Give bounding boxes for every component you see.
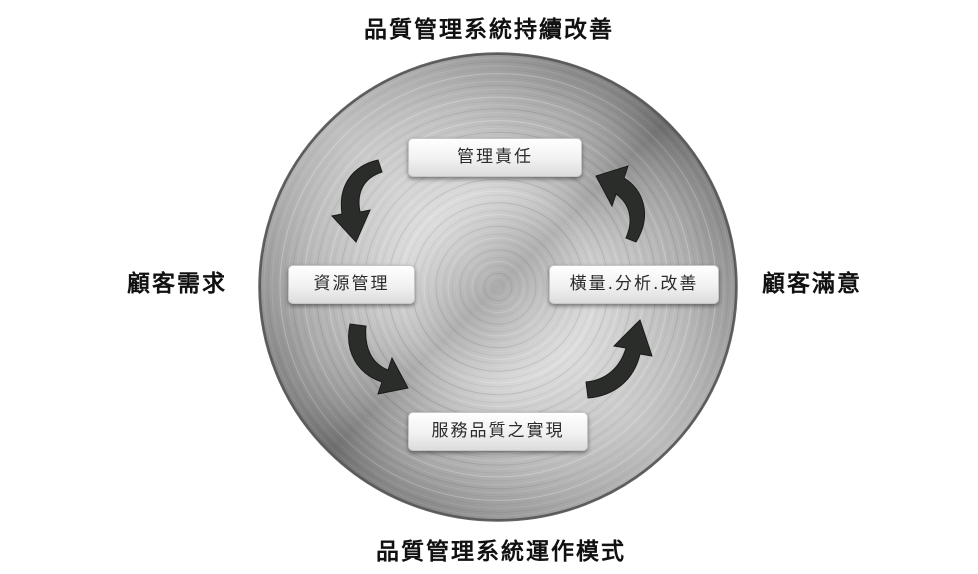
node-measurement-analysis-improvement: 橫量.分析.改善 (549, 265, 719, 304)
top-title: 品質管理系統持續改善 (364, 17, 614, 43)
node-management-responsibility: 管理責任 (408, 138, 582, 177)
customer-satisfaction-label: 顧客滿意 (762, 271, 862, 297)
arrow-bottom-right-icon (585, 319, 653, 399)
customer-requirements-label: 顧客需求 (127, 271, 227, 297)
node-service-quality-realization: 服務品質之實現 (408, 412, 588, 451)
node-resource-management: 資源管理 (288, 265, 415, 304)
bottom-title: 品質管理系統運作模式 (376, 539, 626, 565)
arrow-top-right-icon (595, 165, 645, 243)
arrow-top-left-icon (331, 159, 383, 243)
arrow-bottom-left-icon (348, 323, 409, 395)
